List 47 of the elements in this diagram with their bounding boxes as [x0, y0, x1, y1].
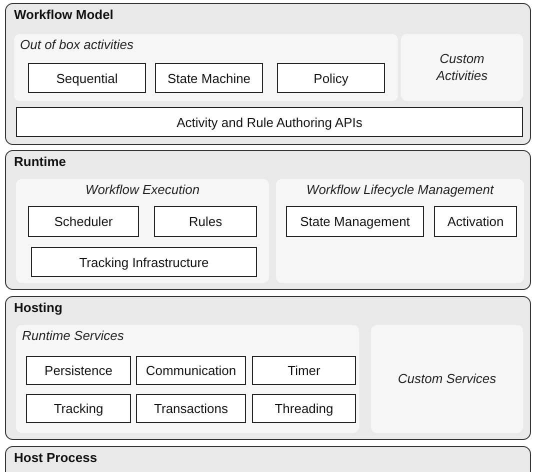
component-box: [434, 206, 517, 237]
layer-title: Host Process: [14, 450, 98, 465]
component-box: [136, 356, 246, 385]
group-title: Custom Activities: [434, 51, 489, 84]
component-label: State Management: [300, 214, 410, 229]
component-box: [28, 206, 139, 237]
component-label: Transactions: [154, 401, 228, 416]
group-title: Runtime Services: [22, 328, 124, 343]
group-title: Out of box activities: [20, 37, 134, 52]
group-title: Custom Services: [398, 370, 496, 388]
component-box: [277, 63, 385, 93]
group-area: [276, 179, 524, 283]
component-box: [252, 394, 356, 423]
group-area: [16, 325, 359, 433]
component-label: Threading: [274, 401, 334, 416]
component-box: [252, 356, 356, 385]
component-label: Communication: [146, 363, 236, 378]
layer-panel: [5, 3, 531, 145]
layer-title: Hosting: [14, 300, 62, 315]
layer-title: Runtime: [14, 154, 66, 169]
group-area: [16, 179, 269, 283]
component-box: [26, 356, 131, 385]
group-area: [14, 34, 398, 101]
layer-panel: [5, 150, 531, 290]
component-label: Policy: [314, 70, 348, 86]
component-box: [16, 107, 523, 137]
component-box: [154, 206, 257, 237]
component-label: Activity and Rule Authoring APIs: [176, 114, 362, 130]
component-label: Sequential: [56, 70, 118, 86]
group-title: Workflow Execution: [84, 182, 201, 197]
component-label: Activation: [447, 214, 504, 229]
component-box: [28, 63, 146, 93]
component-label: Tracking: [54, 401, 104, 416]
component-box: [136, 394, 246, 423]
group-title: Workflow Lifecycle Management: [305, 182, 495, 197]
component-box: [286, 206, 424, 237]
component-box: [26, 394, 131, 423]
component-label: Scheduler: [54, 214, 113, 229]
component-box: [31, 247, 257, 277]
component-box: [155, 63, 263, 93]
component-label: Rules: [188, 214, 222, 229]
layer-title: Workflow Model: [14, 7, 114, 22]
component-label: Persistence: [44, 363, 112, 378]
component-label: State Machine: [167, 70, 251, 86]
layer-panel: [5, 296, 531, 440]
component-label: Tracking Infrastructure: [79, 254, 209, 270]
component-label: Timer: [288, 363, 320, 378]
